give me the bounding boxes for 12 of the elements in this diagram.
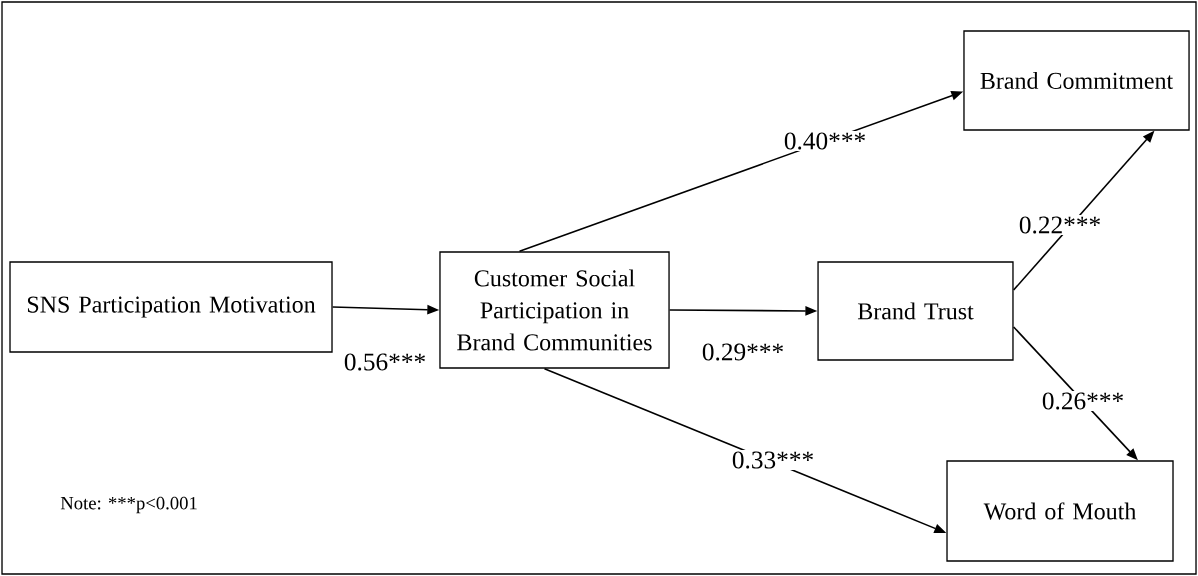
edge-label: 0.40*** <box>782 131 868 151</box>
construct-box: Customer Social Participation in Brand Communities <box>439 251 670 369</box>
construct-box: Brand Commitment <box>963 30 1190 131</box>
note: Note: ***p<0.001 <box>60 496 197 514</box>
edge-label: 0.33*** <box>730 450 816 470</box>
edge-label: 0.29*** <box>700 342 786 362</box>
edge-label: 0.22*** <box>1017 215 1103 235</box>
construct-box: Brand Trust <box>817 261 1014 361</box>
construct-box: SNS Participation Motivation <box>9 261 333 353</box>
edge-label: 0.26*** <box>1040 391 1126 411</box>
construct-box: Word of Mouth <box>946 460 1174 562</box>
edge-label: 0.56*** <box>342 352 428 372</box>
